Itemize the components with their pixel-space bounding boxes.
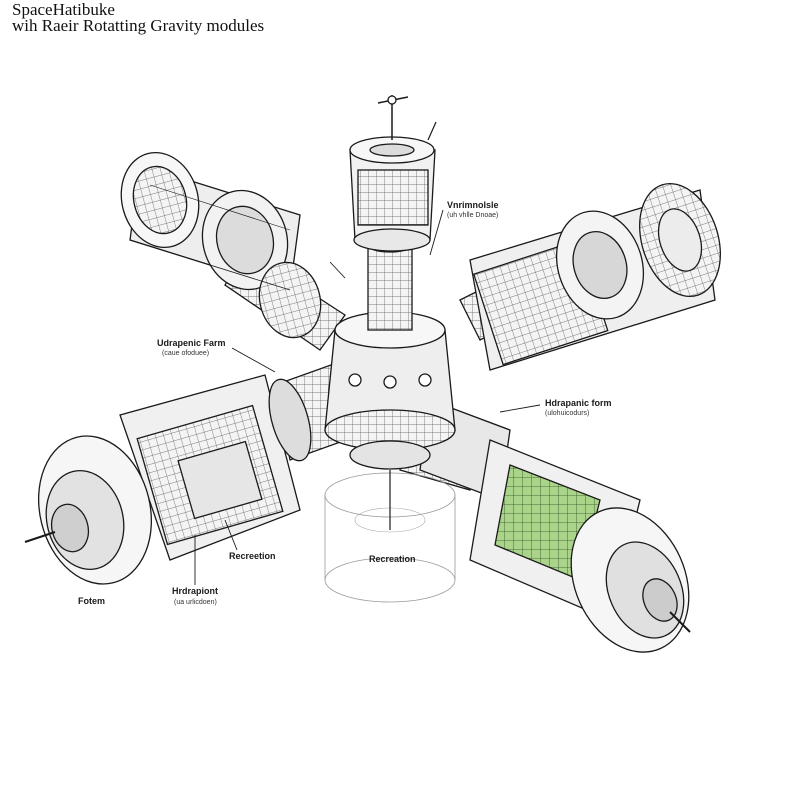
lower-right-hydroponic-module xyxy=(399,399,691,653)
callout-recreation-center: Recreation xyxy=(369,554,416,564)
upper-left-rotating-module xyxy=(120,151,346,351)
callout-hydroponics-bottom-note: (ua urlicdoen) xyxy=(174,599,217,606)
callout-left-note: (caue ofoduee) xyxy=(162,350,209,357)
callout-leaders xyxy=(194,209,541,585)
callout-top-right-note: (uh vhlle Dnoae) xyxy=(447,212,498,219)
callout-right-note: (ulohuicodurs) xyxy=(545,410,589,417)
callout-recreation-left: Recreetion xyxy=(229,551,276,561)
callout-far-left: Fotem xyxy=(78,596,105,606)
diagram-subtitle: wih Raeir Rotatting Gravity modules xyxy=(12,16,265,35)
central-hub xyxy=(324,95,456,603)
callout-hydroponics-bottom-label: Hrdrapiont xyxy=(172,586,218,596)
callout-top-right-label: Vnrimnolsle xyxy=(447,200,499,210)
upper-right-rotating-module xyxy=(459,182,721,371)
lower-left-habitat-module xyxy=(24,359,361,585)
diagram-title: SpaceHatibuke xyxy=(12,0,115,19)
callout-right-label: Hdrapanic form xyxy=(545,398,612,408)
callout-left-label: Udrapenic Farm xyxy=(157,338,226,348)
